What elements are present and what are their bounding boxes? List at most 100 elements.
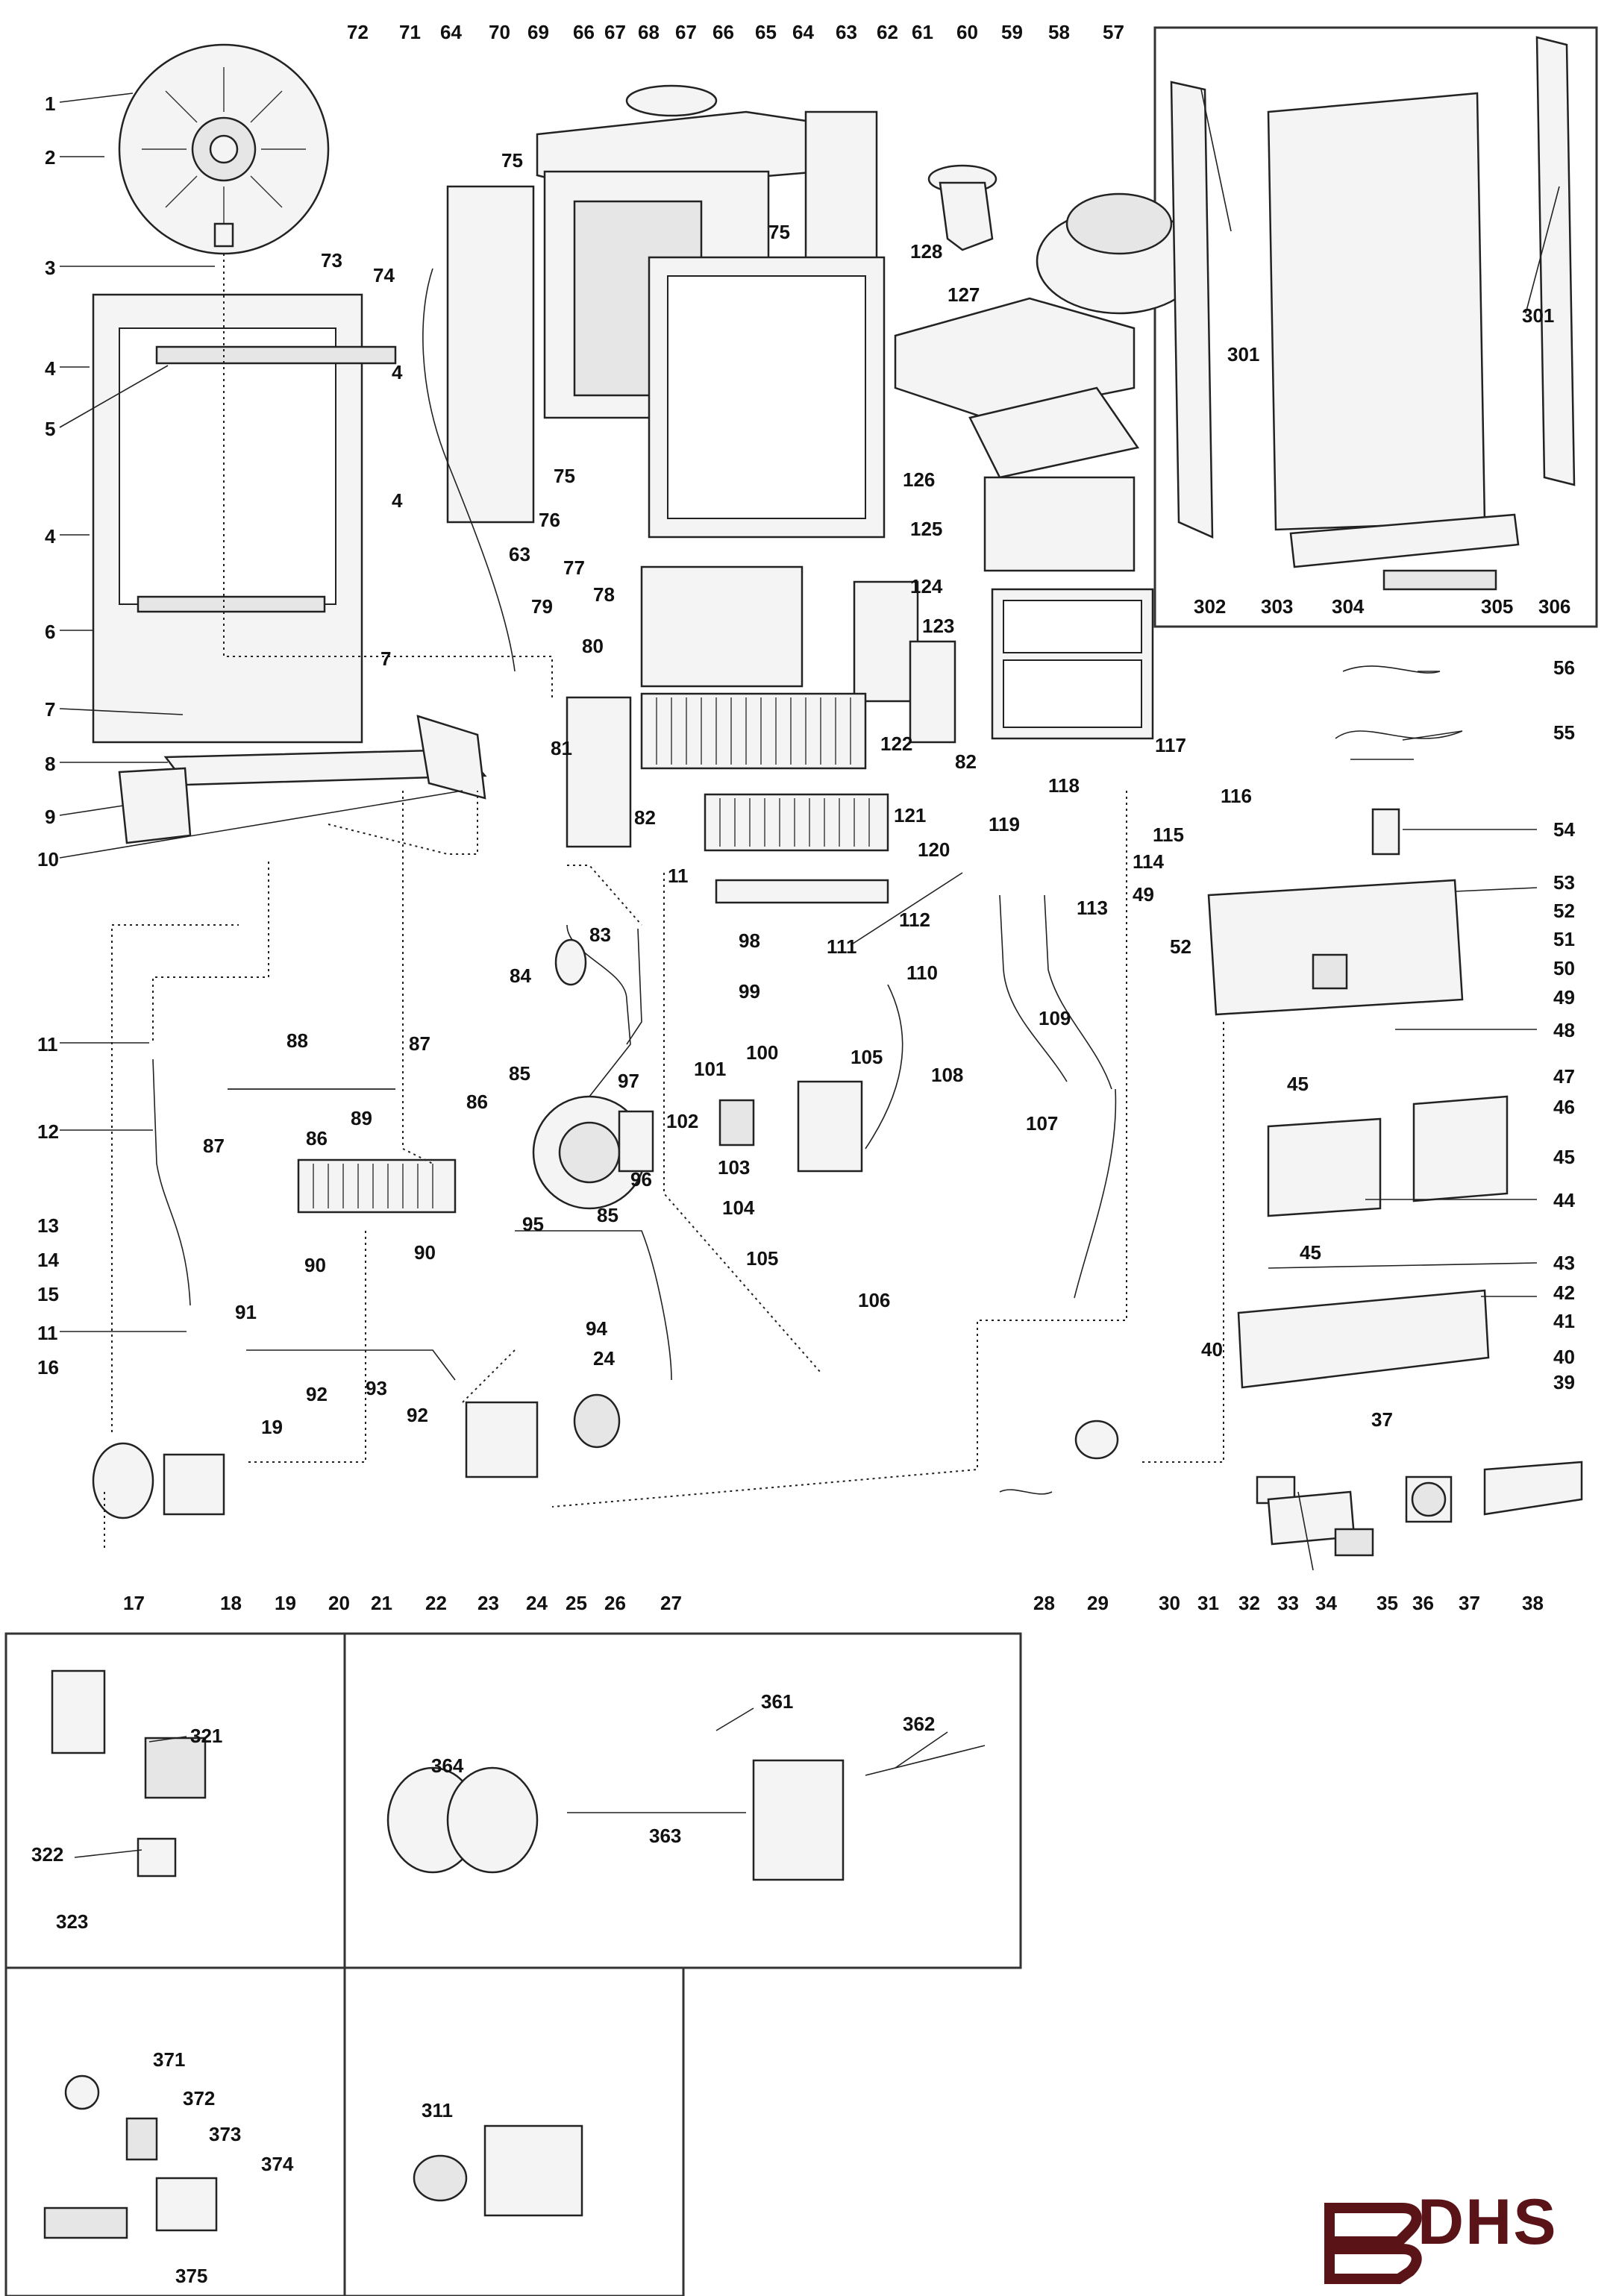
- label-119: 119: [989, 813, 1020, 835]
- label-304: 304: [1332, 595, 1365, 618]
- label-38: 38: [1522, 1592, 1544, 1614]
- label-32: 32: [1238, 1592, 1260, 1614]
- label-52: 52: [1553, 900, 1575, 922]
- label-302: 302: [1194, 595, 1226, 618]
- label-127: 127: [948, 283, 980, 306]
- label-63: 63: [509, 543, 530, 565]
- label-88: 88: [286, 1029, 308, 1052]
- label-21: 21: [371, 1592, 392, 1614]
- label-51: 51: [1553, 928, 1575, 950]
- wall-bracket-right: [416, 715, 486, 800]
- expansion-vessel: [118, 43, 330, 255]
- label-12: 12: [37, 1120, 59, 1143]
- label-120: 120: [918, 838, 950, 861]
- label-31: 31: [1197, 1592, 1219, 1614]
- wiring-harness-79: [422, 268, 516, 672]
- insulation-front: [640, 565, 804, 688]
- label-7: 7: [45, 698, 55, 721]
- label-19: 19: [275, 1592, 296, 1614]
- label-68: 68: [638, 21, 660, 43]
- wall-bracket-left: [118, 767, 192, 844]
- label-62: 62: [877, 21, 898, 43]
- hydraulic-group-left: [92, 1442, 225, 1519]
- label-361: 361: [761, 1690, 793, 1713]
- label-123: 123: [922, 615, 954, 637]
- auto-air-vent: [554, 938, 587, 986]
- label-374: 374: [261, 2153, 294, 2175]
- label-3: 3: [45, 257, 55, 279]
- label-67: 67: [604, 21, 626, 43]
- label-64: 64: [440, 21, 462, 43]
- fan-assembly: [927, 164, 1203, 315]
- label-95: 95: [522, 1213, 544, 1235]
- label-75: 75: [501, 149, 523, 172]
- label-303: 303: [1261, 595, 1293, 618]
- label-321: 321: [190, 1725, 222, 1747]
- label-363: 363: [649, 1825, 681, 1847]
- valve-detail-371-375: [43, 2074, 218, 2239]
- control-panel-fascia: [1237, 1289, 1490, 1389]
- label-121: 121: [894, 804, 926, 827]
- label-37: 37: [1459, 1592, 1480, 1614]
- label-114: 114: [1133, 850, 1164, 873]
- label-22: 22: [425, 1592, 447, 1614]
- label-77: 77: [563, 556, 585, 579]
- label-65: 65: [755, 21, 777, 43]
- label-49: 49: [1553, 986, 1575, 1009]
- label-39: 39: [1553, 1371, 1575, 1393]
- label-40: 40: [1553, 1346, 1575, 1368]
- label-4: 4: [45, 525, 56, 548]
- insulation-side-left: [566, 696, 632, 848]
- label-106: 106: [858, 1289, 890, 1311]
- label-93: 93: [366, 1377, 387, 1399]
- label-72: 72: [347, 21, 369, 43]
- label-34: 34: [1315, 1592, 1337, 1614]
- label-27: 27: [660, 1592, 682, 1614]
- label-11: 11: [37, 1322, 58, 1344]
- pipe-93: [246, 1349, 456, 1381]
- label-364: 364: [431, 1754, 464, 1777]
- label-25: 25: [566, 1592, 587, 1614]
- label-87: 87: [409, 1032, 430, 1055]
- label-100: 100: [746, 1041, 778, 1064]
- label-125: 125: [910, 518, 942, 540]
- label-66: 66: [712, 21, 734, 43]
- label-105: 105: [746, 1247, 778, 1270]
- label-86: 86: [306, 1127, 328, 1149]
- label-50: 50: [1553, 957, 1575, 979]
- label-55: 55: [1553, 721, 1575, 744]
- label-371: 371: [153, 2048, 185, 2071]
- insulation-rear: [983, 476, 1136, 572]
- pipe-27: [515, 1230, 672, 1381]
- valve-detail-311: [413, 2124, 583, 2217]
- label-8: 8: [45, 753, 55, 775]
- label-104: 104: [722, 1196, 755, 1219]
- harness-28: [999, 1489, 1053, 1495]
- label-46: 46: [1553, 1096, 1575, 1118]
- label-24: 24: [593, 1347, 615, 1370]
- label-105: 105: [851, 1046, 883, 1068]
- label-52: 52: [1170, 935, 1191, 958]
- label-59: 59: [1001, 21, 1023, 43]
- label-82: 82: [955, 750, 977, 773]
- main-pcb: [1412, 1095, 1509, 1202]
- label-122: 122: [880, 733, 912, 755]
- label-301: 301: [1522, 304, 1554, 327]
- pump: [532, 1095, 654, 1210]
- heat-exchanger: [640, 692, 867, 770]
- ignition-unit: [718, 1099, 755, 1147]
- label-41: 41: [1553, 1310, 1575, 1332]
- label-90: 90: [304, 1254, 326, 1276]
- label-306: 306: [1538, 595, 1570, 618]
- label-80: 80: [582, 635, 604, 657]
- connection-lines: [104, 254, 1224, 1552]
- label-60: 60: [956, 21, 978, 43]
- label-305: 305: [1481, 595, 1513, 618]
- label-63: 63: [836, 21, 857, 43]
- label-101: 101: [694, 1058, 726, 1080]
- label-86: 86: [466, 1091, 488, 1113]
- label-66: 66: [573, 21, 595, 43]
- label-7: 7: [380, 647, 391, 670]
- label-84: 84: [510, 964, 531, 987]
- label-89: 89: [351, 1107, 372, 1129]
